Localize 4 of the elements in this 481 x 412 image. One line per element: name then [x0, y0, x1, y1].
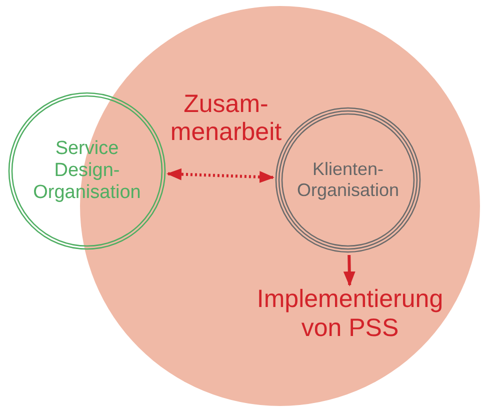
edge-label: Zusam-menarbeit	[169, 90, 283, 146]
organisation-circle	[8, 92, 166, 250]
result-text: Implementierung von PSS	[256, 285, 444, 343]
node-label: Klienten-Organisation	[296, 159, 400, 201]
